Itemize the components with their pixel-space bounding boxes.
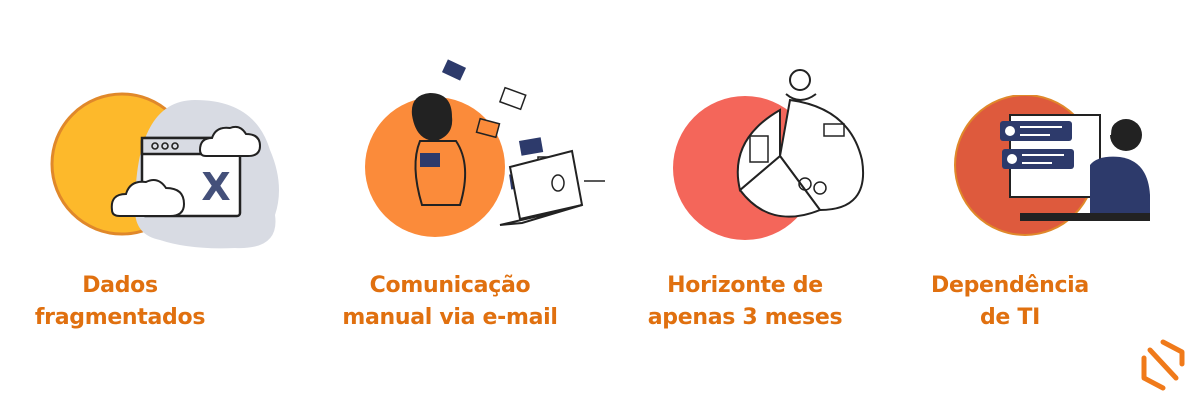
- feature-title-it-dependency: Dependência de TI: [931, 273, 1089, 330]
- svg-text:X: X: [201, 165, 230, 209]
- feature-title-horizon: Horizonte de apenas 3 meses: [647, 273, 843, 330]
- feature-card-email: Comunicação manual via e-mail: [300, 0, 605, 400]
- it-support-icon: [954, 95, 1150, 236]
- feature-card-horizon: Horizonte de apenas 3 meses: [600, 0, 900, 400]
- feature-card-it-dependency: Dependência de TI: [900, 0, 1200, 400]
- feature-title-fragmented-data: Dados fragmentados: [34, 273, 206, 330]
- planning-pie-icon: [673, 69, 865, 240]
- brand-logo-icon: [1141, 339, 1185, 391]
- feature-title-email: Comunicação manual via e-mail: [342, 273, 558, 330]
- email-overload-icon: [365, 59, 605, 237]
- spreadsheet-cloud-icon: X: [50, 92, 279, 249]
- feature-card-fragmented-data: X Dados fragmentados: [0, 0, 300, 400]
